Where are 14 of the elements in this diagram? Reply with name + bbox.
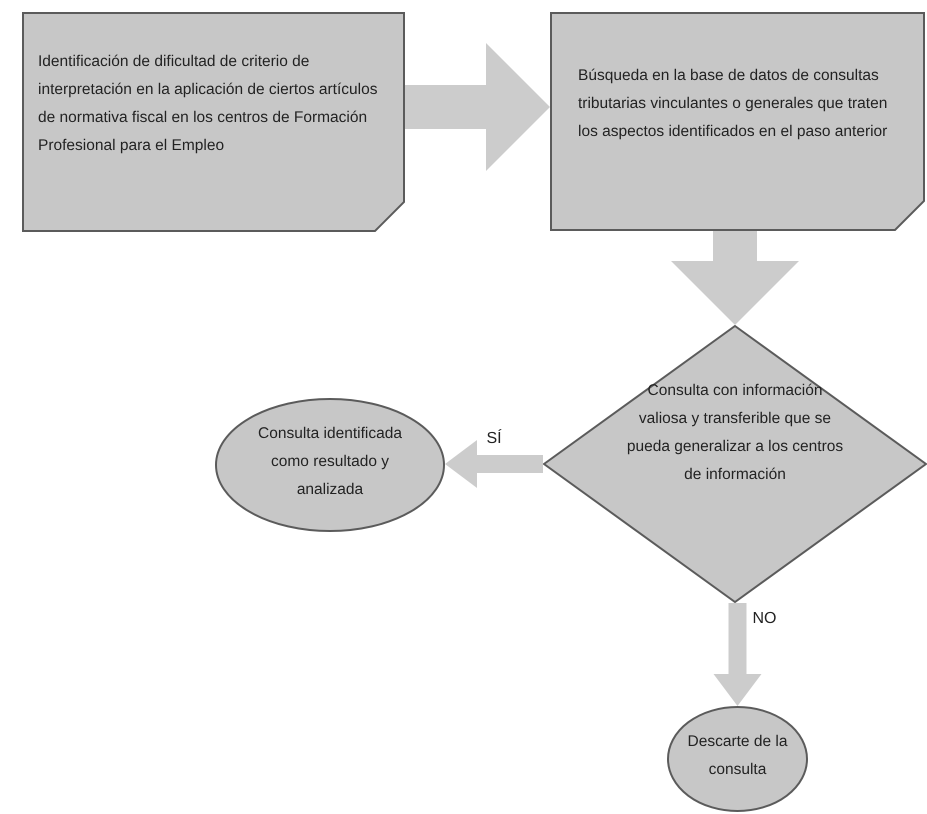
block-arrow xyxy=(405,43,550,171)
process-box xyxy=(550,12,925,231)
block-arrow xyxy=(445,440,543,488)
decision-diamond xyxy=(543,325,927,603)
node-text: Consulta identificada como resultado y analizada xyxy=(257,424,403,500)
block-arrow xyxy=(671,231,799,325)
node-text: Identificación de dificultad de criterio de interpretación en la aplicación de ciertos artículos de normativa fiscal en los centros de Formación Profesional para el Empleo xyxy=(38,52,378,156)
node-text: Descarte de la consulta xyxy=(686,732,788,780)
node-text: Consulta con información valiosa y transferible que se pueda generalizar a los centros de información xyxy=(626,381,844,485)
node-text: Búsqueda en la base de datos de consultas tributarias vinculantes o generales que traten los aspectos identificados en el paso anterior xyxy=(578,66,888,142)
result-ellipse xyxy=(215,398,445,532)
process-box xyxy=(22,12,405,232)
end-ellipse xyxy=(667,706,808,812)
block-arrow xyxy=(714,603,762,706)
